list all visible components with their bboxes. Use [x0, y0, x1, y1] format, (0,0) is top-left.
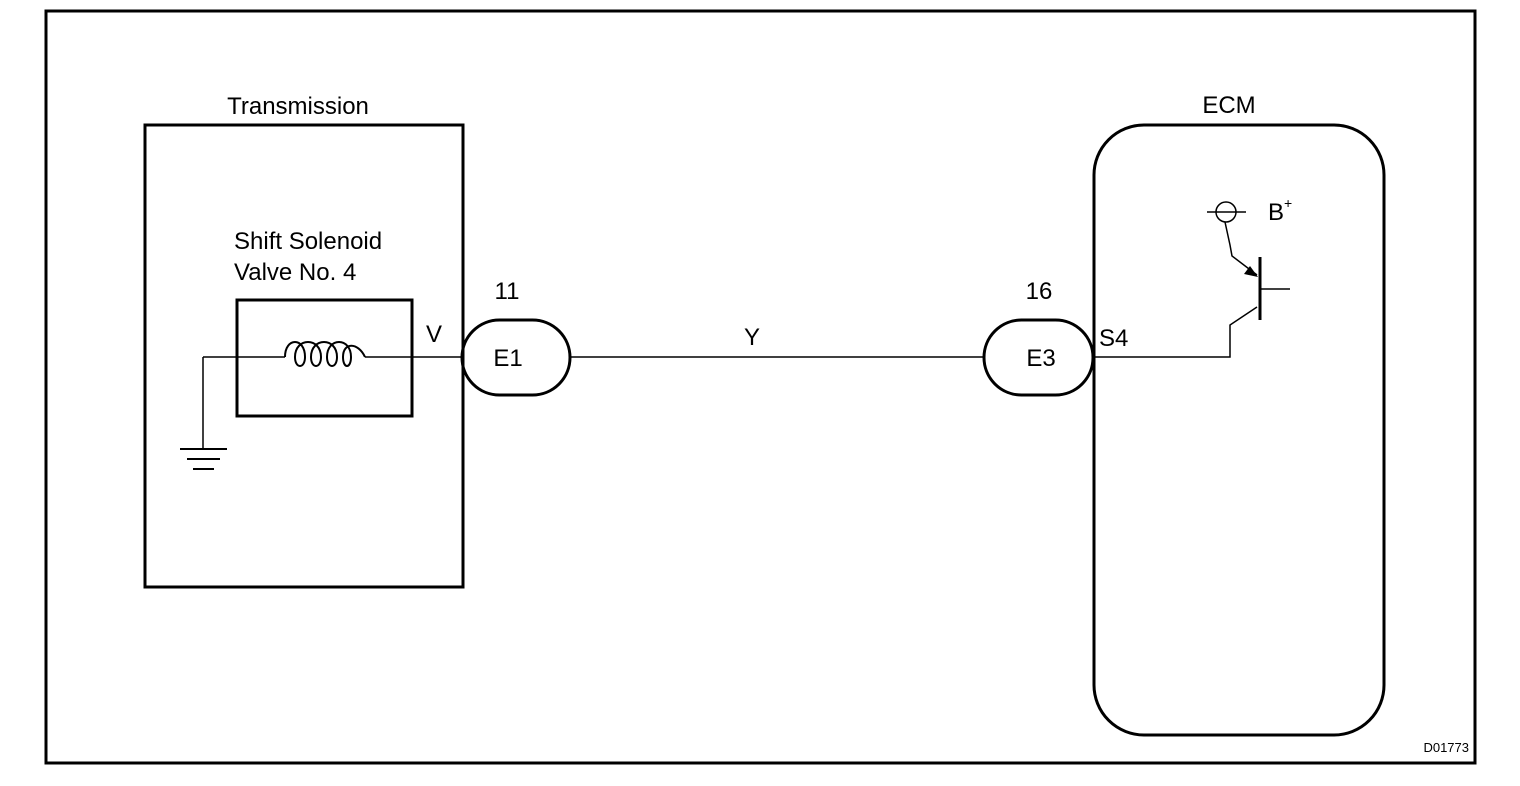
ground-lead — [202, 356, 285, 448]
transistor-icon — [1224, 221, 1290, 320]
solenoid-box — [235, 298, 414, 418]
figure-code: D01773 — [1423, 740, 1469, 755]
ground-icon — [180, 448, 227, 470]
ecm-box — [1092, 123, 1386, 737]
solenoid-label-line1: Shift Solenoid — [234, 228, 382, 255]
connector-e3-pin: 16 — [1026, 278, 1053, 305]
solenoid-label-line2: Valve No. 4 — [234, 259, 356, 286]
solenoid-terminal-v: V — [426, 321, 442, 348]
transmission-label: Transmission — [227, 93, 369, 120]
connector-e1-id: E1 — [493, 345, 522, 372]
connector-e3-id: E3 — [1026, 345, 1055, 372]
diagram-frame — [44, 9, 1477, 765]
ecm-label: ECM — [1202, 92, 1255, 119]
connector-e1-pin: 11 — [495, 278, 520, 305]
coil-icon — [284, 341, 366, 367]
ecm-internal-wire — [1094, 306, 1258, 358]
supply-terminal-icon — [1207, 201, 1246, 223]
supply-label-superscript: + — [1284, 195, 1292, 211]
ecm-terminal-s4: S4 — [1099, 325, 1128, 352]
wire-color-code: Y — [744, 324, 760, 351]
supply-label: B+ — [1268, 195, 1292, 226]
supply-label-b: B — [1268, 199, 1284, 226]
